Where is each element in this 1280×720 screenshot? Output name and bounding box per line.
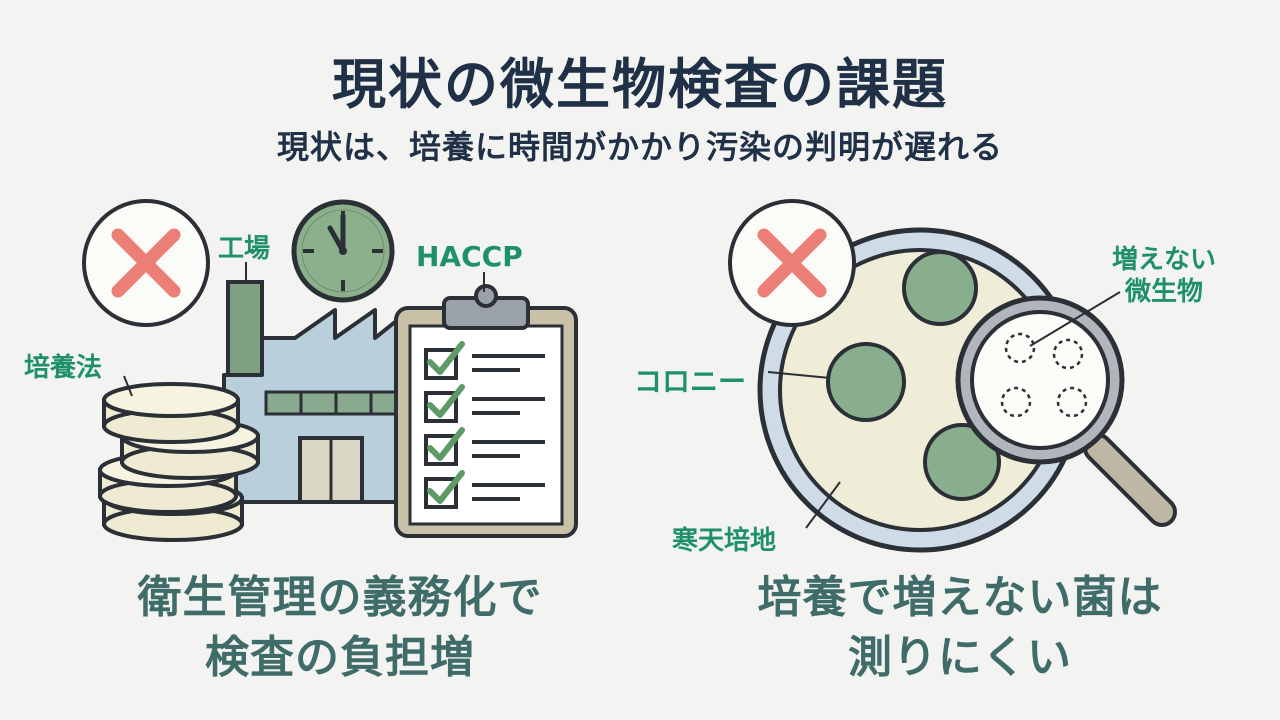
- haccp-label: HACCP: [416, 240, 523, 273]
- agar-label: 寒天培地: [672, 526, 777, 556]
- magnifier-icon: [955, 295, 1177, 527]
- cross-icon-right: [728, 199, 856, 327]
- culture-method-label: 培養法: [24, 353, 103, 383]
- left-caption-line1: 衛生管理の義務化で: [137, 572, 543, 623]
- non-growing-label-line2: 微生物: [1125, 277, 1204, 307]
- non-growing-microbes: [1000, 332, 1088, 418]
- non-growing-microbes-label: 増えない 微生物: [1112, 244, 1216, 308]
- clock-icon: [291, 199, 395, 303]
- colony-label: コロニー: [634, 365, 747, 398]
- factory-label: 工場: [218, 234, 271, 264]
- left-caption-line2: 検査の負担増: [205, 632, 475, 683]
- non-growing-label-line1: 増えない: [1112, 245, 1217, 275]
- culture-plates-icon: [98, 382, 260, 542]
- right-caption: 培養で増えない菌は 測りにくい: [680, 568, 1240, 688]
- page-subtitle: 現状は、培養に時間がかかり汚染の判明が遅れる: [276, 128, 1003, 166]
- page-title: 現状の微生物検査の課題: [332, 53, 948, 116]
- clipboard-icon: [394, 284, 578, 538]
- cross-icon-left: [82, 199, 210, 327]
- factory-icon: [222, 280, 412, 504]
- checklist: [424, 341, 545, 509]
- right-caption-line1: 培養で増えない菌は: [757, 572, 1163, 623]
- left-caption: 衛生管理の義務化で 検査の負担増: [60, 568, 620, 688]
- right-caption-line2: 測りにくい: [847, 632, 1073, 683]
